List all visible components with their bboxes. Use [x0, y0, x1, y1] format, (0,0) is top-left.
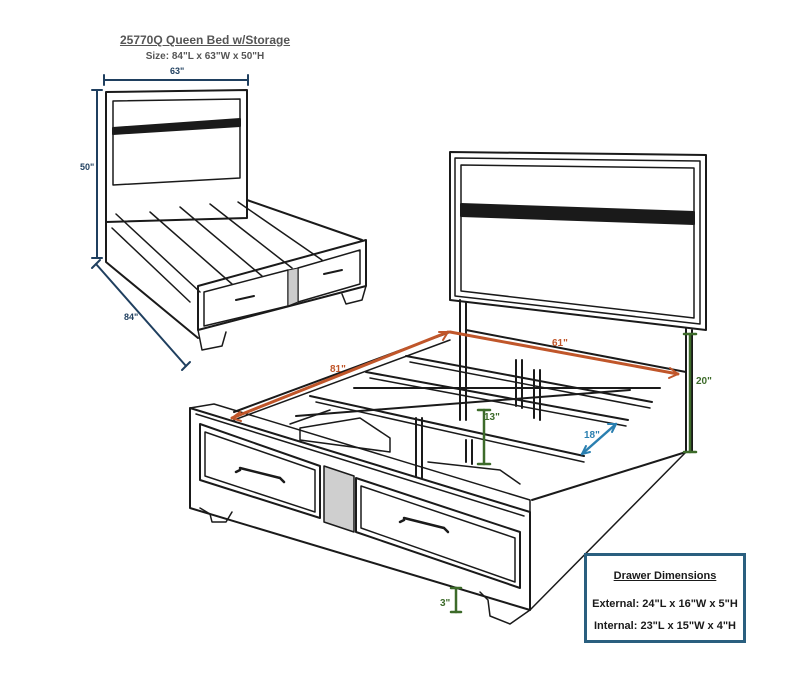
product-title: 25770Q Queen Bed w/Storage	[119, 33, 291, 47]
rail-length-line	[230, 330, 450, 420]
large-foot-left	[199, 507, 233, 523]
blue-dimensions	[580, 422, 618, 456]
small-height-label: 50"	[80, 162, 95, 172]
small-far-rail	[246, 199, 363, 241]
small-foot-left	[197, 329, 227, 351]
rail-height-label: 20"	[696, 376, 712, 387]
small-width-label: 63"	[170, 66, 185, 76]
large-slat-4	[365, 371, 629, 421]
small-handle-right	[323, 269, 343, 275]
large-drawer-left	[199, 423, 321, 519]
small-footboard	[197, 239, 367, 331]
small-slat	[149, 211, 233, 285]
small-dimensions	[91, 74, 249, 371]
drawer-internal-dimensions: Internal: 23"L x 15"W x 4"H	[594, 620, 736, 632]
large-slat-5	[405, 355, 653, 403]
large-foot-right	[479, 591, 531, 625]
foot-height-label: 3"	[440, 598, 451, 609]
clearance-label: 13"	[484, 412, 500, 423]
small-headboard	[105, 89, 248, 223]
small-length-label: 84"	[124, 312, 139, 322]
small-slat	[111, 227, 191, 303]
small-side-rail	[105, 221, 199, 339]
small-slat	[237, 201, 323, 261]
rail-length-label: 81"	[330, 364, 346, 375]
large-headboard-stripe	[460, 203, 695, 225]
orange-dimensions	[230, 330, 680, 422]
small-drawer-right	[297, 249, 361, 303]
large-center-panel	[323, 465, 355, 533]
small-center-panel	[287, 267, 299, 307]
large-drawer-right	[355, 477, 521, 589]
small-foot-right	[341, 285, 367, 305]
small-headboard-panel	[112, 98, 241, 186]
drawer-dimensions-box: Drawer Dimensions External: 24"L x 16"W …	[584, 553, 746, 643]
small-slat	[179, 206, 263, 277]
small-headboard-stripe	[112, 118, 241, 135]
large-handle-right	[398, 516, 450, 534]
drawer-external-dimensions: External: 24"L x 16"W x 5"H	[592, 598, 738, 610]
small-length-line	[95, 263, 187, 367]
slat-gap-line	[580, 422, 618, 456]
rail-width-line	[448, 330, 680, 376]
small-bed-drawing	[105, 89, 367, 351]
large-drawer-box-back	[299, 417, 391, 453]
small-slat	[115, 213, 201, 293]
small-slat	[209, 203, 293, 269]
large-slat-1	[295, 389, 631, 417]
large-slat-3	[309, 395, 585, 457]
slat-gap-label: 18"	[584, 430, 600, 441]
small-handle-left	[235, 295, 255, 301]
large-headboard-panel	[460, 164, 695, 319]
rail-width-label: 61"	[552, 338, 568, 349]
green-dimensions	[449, 332, 698, 614]
large-headboard	[449, 151, 707, 331]
large-far-rail	[465, 329, 687, 373]
large-bed-drawing	[189, 151, 707, 625]
drawer-dimensions-heading: Drawer Dimensions	[613, 570, 717, 582]
product-size: Size: 84"L x 63"W x 50"H	[145, 51, 265, 62]
large-handle-left	[234, 466, 286, 484]
